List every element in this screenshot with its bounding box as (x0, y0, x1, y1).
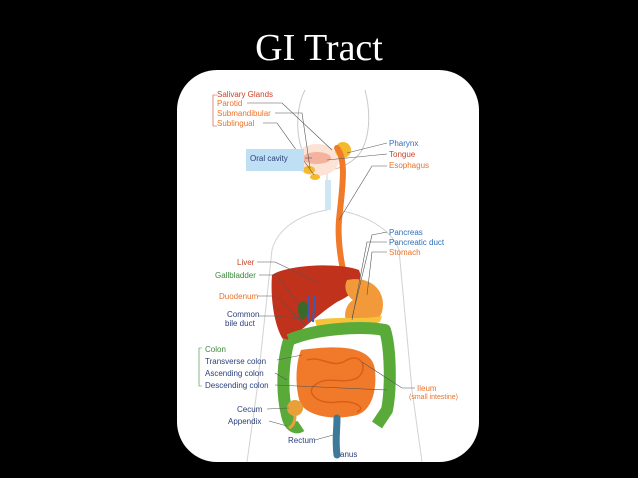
label-cecum: Cecum (237, 405, 263, 414)
submandibular-gland (303, 166, 315, 174)
diagram-card: Salivary Glands Parotid Submandibular Su… (177, 70, 479, 462)
label-parotid: Parotid (217, 99, 243, 108)
appendix-shape (288, 415, 297, 430)
label-esophagus: Esophagus (389, 161, 430, 170)
label-gallbladder: Gallbladder (215, 271, 256, 280)
sublingual-gland (310, 174, 320, 180)
label-transverse-colon: Transverse colon (205, 357, 267, 366)
label-common: Common (227, 310, 260, 319)
gallbladder-shape (298, 301, 308, 319)
stomach-shape (345, 279, 383, 328)
label-small-intestine: (small intestine) (409, 394, 459, 401)
label-stomach: Stomach (389, 248, 421, 257)
gi-tract-illustration (198, 89, 423, 462)
slide-title: GI Tract (255, 27, 383, 69)
label-ascending-colon: Ascending colon (205, 369, 264, 378)
label-descending-colon: Descending colon (205, 381, 269, 390)
label-rectum: Rectum (288, 436, 316, 445)
label-liver: Liver (237, 258, 255, 267)
torso-outline (246, 170, 423, 462)
leader-lines (198, 94, 415, 441)
small-intestine-coils (306, 357, 364, 413)
label-tongue: Tongue (389, 150, 416, 159)
label-salivary-glands: Salivary Glands (217, 90, 274, 99)
label-bile-duct: bile duct (225, 319, 255, 328)
label-pharynx: Pharynx (389, 139, 419, 148)
trachea-shape (325, 180, 331, 210)
cecum-shape (287, 400, 303, 416)
label-ileum: Ileum (417, 384, 437, 393)
label-sublingual: Sublingual (217, 119, 255, 128)
tongue-shape (303, 152, 331, 164)
liver-shape (271, 265, 361, 342)
label-oral-cavity: Oral cavity (250, 154, 288, 163)
label-anus: anus (340, 450, 358, 459)
label-colon: Colon (205, 345, 226, 354)
bile-duct-shape (308, 295, 316, 323)
label-duodenum: Duodenum (219, 292, 259, 301)
label-pancreas: Pancreas (389, 228, 423, 237)
label-pancreatic-duct: Pancreatic duct (389, 238, 445, 247)
oral-cavity-highlight (246, 149, 304, 171)
label-submandibular: Submandibular (217, 109, 271, 118)
label-appendix: Appendix (228, 417, 262, 426)
small-intestine-shape (296, 347, 376, 418)
colon-shape (277, 322, 396, 434)
rectum-shape (332, 414, 341, 459)
